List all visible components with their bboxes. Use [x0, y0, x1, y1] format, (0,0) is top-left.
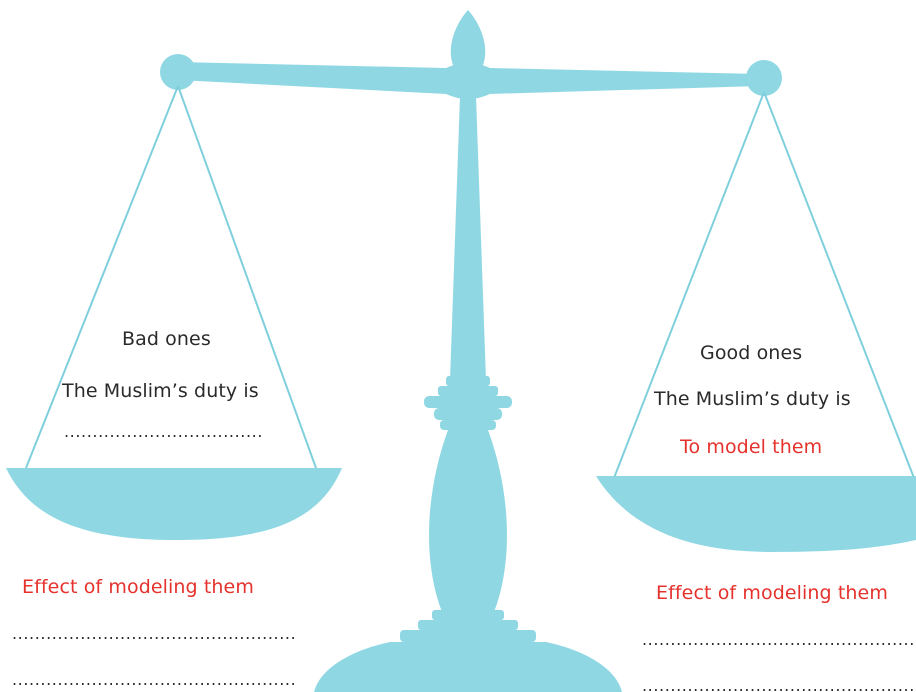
right-pan-string-left [613, 91, 765, 479]
left-pan-heading: Bad ones [122, 328, 211, 350]
left-effect-label: Effect of modeling them [22, 576, 254, 598]
left-effect-blank-1[interactable]: ........................................… [12, 624, 297, 643]
left-pan-string-right [177, 85, 317, 469]
right-effect-blank-2[interactable]: ........................................… [642, 676, 916, 692]
post-collar-1 [446, 376, 490, 386]
post-collar-3 [424, 396, 512, 408]
post-collar-5 [440, 420, 496, 430]
right-pan-heading: Good ones [700, 342, 803, 364]
scale-vase-body [429, 430, 507, 612]
right-effect-blank-1[interactable]: ........................................… [642, 630, 916, 649]
right-effect-label: Effect of modeling them [656, 582, 888, 604]
post-collar-4 [434, 408, 502, 420]
left-effect-blank-2[interactable]: ........................................… [12, 670, 297, 689]
scale-post [450, 96, 486, 380]
right-pan-duty-label: The Muslim’s duty is [654, 388, 851, 410]
right-pan-string-right [763, 91, 915, 479]
scale-beam [178, 62, 760, 99]
left-pan-duty-label: The Muslim’s duty is [62, 380, 259, 402]
scale-base-foot [314, 642, 622, 692]
base-step-2 [418, 620, 518, 630]
left-pan-bowl [6, 468, 342, 540]
left-pivot-knob [160, 54, 196, 90]
base-step-1 [432, 610, 504, 620]
left-pan-string-left [25, 85, 179, 469]
base-step-3 [400, 630, 536, 642]
post-collar-2 [438, 386, 498, 396]
left-pan-duty-blank[interactable]: ................................... [64, 422, 264, 441]
scale-finial [450, 10, 486, 74]
right-pivot-knob [746, 60, 782, 96]
right-pan-duty-answer: To model them [680, 436, 823, 458]
right-pan-bowl [596, 476, 916, 552]
